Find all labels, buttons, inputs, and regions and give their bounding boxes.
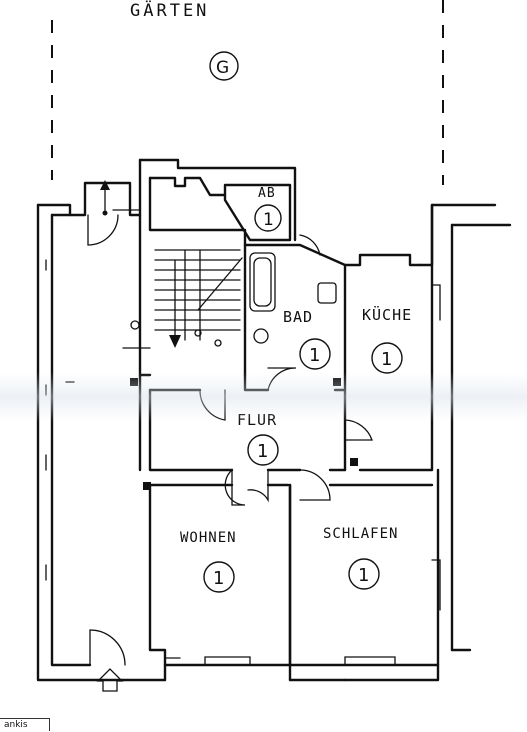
sink: [317, 282, 337, 304]
room-unit-wohnen: 1: [213, 568, 224, 589]
room-unit-kueche: 1: [381, 349, 392, 370]
doors: [87, 209, 373, 666]
room-unit-circle-bad: [299, 338, 331, 370]
room-unit-schlafen: 1: [358, 565, 369, 586]
scan-artifact: [0, 372, 527, 422]
staircase: [122, 249, 243, 349]
garden-label: GÄRTEN: [130, 0, 209, 21]
toilet: [253, 328, 269, 344]
room-label-schlafen: SCHLAFEN: [323, 526, 398, 542]
room-unit-circle-ab: [254, 204, 282, 232]
room-unit-ab: 1: [263, 210, 274, 230]
room-label-ab: AB: [258, 186, 276, 201]
room-unit-bad: 1: [309, 345, 320, 366]
garden-boundary: [51, 0, 444, 185]
room-label-wohnen: WOHNEN: [180, 530, 237, 546]
room-unit-circle-wohnen: [203, 561, 235, 593]
room-unit-circle-flur: [247, 434, 279, 466]
room-unit-circle-schlafen: [348, 558, 380, 590]
garden-entry-arrow-icon: [100, 180, 110, 216]
entrance-arrow-icon: [96, 668, 124, 692]
garden-unit-number: G: [216, 58, 229, 78]
room-unit-flur: 1: [257, 441, 268, 462]
corner-note: ankis: [0, 718, 50, 731]
room-label-kueche: KÜCHE: [362, 305, 412, 324]
room-label-bad: BAD: [283, 308, 313, 326]
garden-unit-circle: [209, 51, 239, 81]
bathtub: [249, 252, 276, 312]
